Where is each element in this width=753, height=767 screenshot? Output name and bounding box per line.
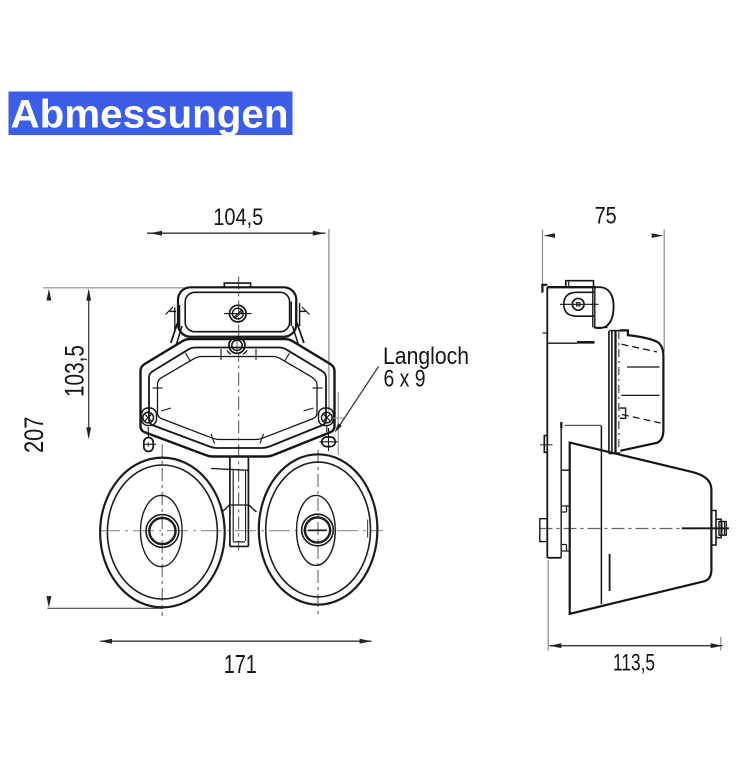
svg-text:113,5: 113,5 xyxy=(613,650,655,677)
svg-text:Abmessungen: Abmessungen xyxy=(11,93,289,137)
svg-text:75: 75 xyxy=(595,203,617,230)
svg-text:6 x 9: 6 x 9 xyxy=(384,366,426,393)
svg-text:104,5: 104,5 xyxy=(213,204,263,231)
svg-text:207: 207 xyxy=(19,417,49,454)
svg-text:Langloch: Langloch xyxy=(383,343,469,370)
svg-text:103,5: 103,5 xyxy=(60,345,90,397)
svg-text:171: 171 xyxy=(224,651,257,679)
